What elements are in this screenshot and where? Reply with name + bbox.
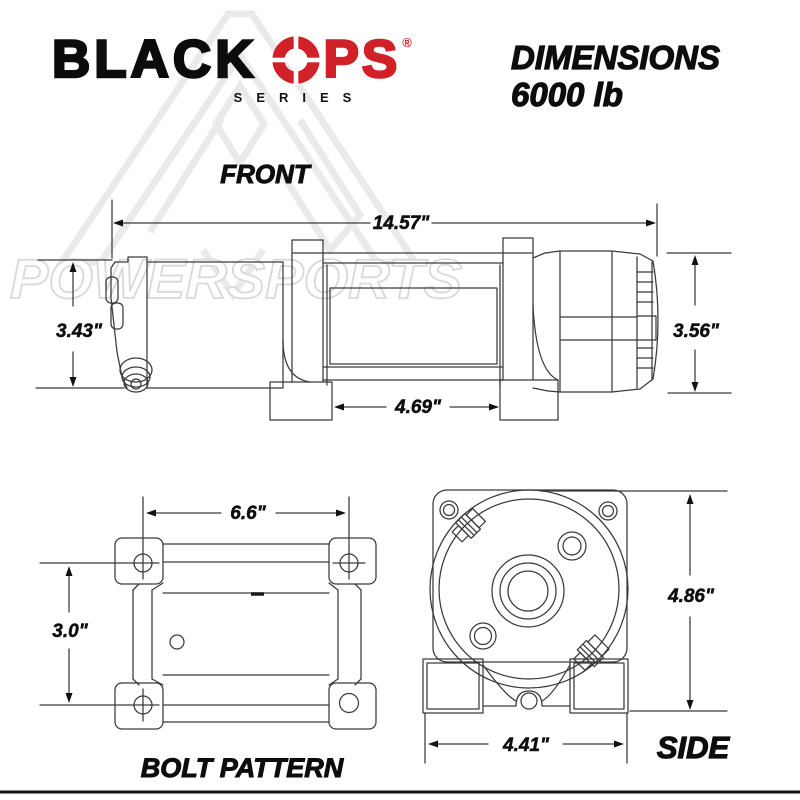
- brand-series-text: SERIES: [233, 90, 366, 105]
- front-overall-width-dim: 14.57": [373, 213, 431, 234]
- bolt-pattern-linework: [39, 496, 377, 730]
- arrowhead: [113, 219, 123, 227]
- bolt-pattern-view-label: BOLT PATTERN: [140, 753, 344, 784]
- arrowhead: [489, 403, 499, 411]
- side-width-dim: 4.41": [502, 735, 550, 756]
- brand-ops-text: PS ®: [271, 30, 412, 89]
- arrowhead: [691, 382, 699, 392]
- title-capacity: 6000 lb: [510, 75, 623, 113]
- arrowhead: [428, 740, 438, 748]
- arrowhead: [691, 255, 699, 265]
- arrowhead: [334, 403, 344, 411]
- title-dimensions: DIMENSIONS: [510, 38, 721, 76]
- arrowhead: [614, 740, 624, 748]
- arrowhead: [336, 509, 346, 517]
- registered-trademark: ®: [402, 35, 412, 50]
- side-view-label: SIDE: [656, 729, 730, 765]
- arrowhead: [65, 693, 73, 703]
- bolt-pattern-height-dim: 3.0": [52, 621, 88, 642]
- arrowhead: [686, 494, 694, 504]
- arrowhead: [686, 700, 694, 710]
- arrowhead: [646, 219, 656, 227]
- front-drum-width-dim: 4.69": [394, 397, 442, 418]
- bolt-pattern-drawing: 6.6" 3.0": [39, 496, 377, 730]
- front-left-height-dim: 3.43": [56, 321, 103, 342]
- front-view-linework: [35, 199, 732, 421]
- reticle-o-icon: [271, 34, 322, 85]
- brand-black-text: BLACK: [51, 30, 258, 89]
- front-right-height-dim: 3.56": [673, 321, 720, 342]
- side-view-linework: [422, 489, 728, 764]
- aa-monogram-watermark: [55, 10, 422, 302]
- arrowhead: [65, 566, 73, 576]
- side-view-drawing: 4.86" 4.41": [422, 489, 728, 764]
- powersports-watermark-text: POWERSPORTS: [10, 247, 462, 310]
- arrowhead: [69, 377, 77, 387]
- bolt-pattern-width-dim: 6.6": [230, 503, 266, 524]
- side-height-dim: 4.86": [667, 586, 715, 607]
- arrowhead: [146, 509, 156, 517]
- arrowhead: [69, 262, 77, 272]
- brand-ps-text: PS: [322, 30, 401, 89]
- title-block: DIMENSIONS 6000 lb: [510, 38, 791, 114]
- front-view-label: FRONT: [220, 159, 311, 190]
- black-ops-logo: BLACK PS ® SERIES: [51, 30, 452, 105]
- front-view-drawing: 14.57" 3.43" 3.56" 4.69": [35, 199, 732, 421]
